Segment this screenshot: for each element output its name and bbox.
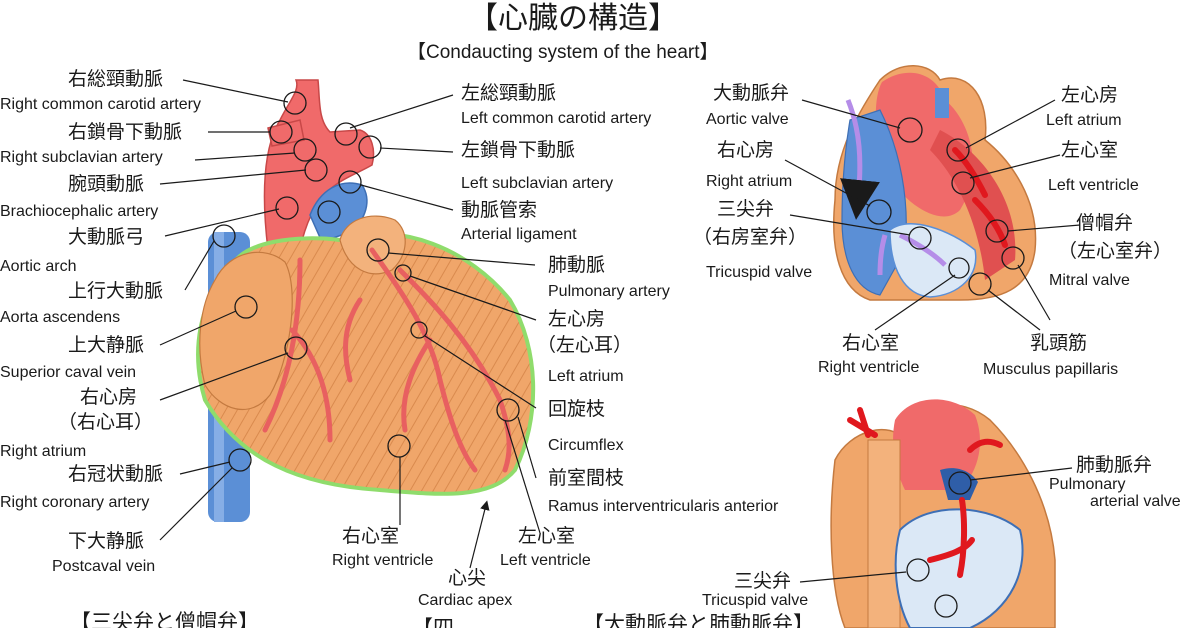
label-r-atrium2-jp: 右心房: [717, 139, 775, 161]
label-l-common-carotid-en: Left common carotid artery: [461, 110, 652, 127]
label-tricuspid3-jp: 三尖弁: [734, 570, 792, 592]
label-l-ventricle-en: Left ventricle: [500, 552, 591, 569]
label-l-ventricle2-en: Left ventricle: [1048, 177, 1139, 194]
label-l-subclavian-en: Left subclavian artery: [461, 175, 614, 192]
label-apex-en: Cardiac apex: [418, 592, 513, 609]
valve-cross-section-illustration: [833, 65, 1037, 301]
label-aortic-valve-jp: 大動脈弁: [713, 82, 790, 104]
label-lad-jp: 前室間枝: [548, 467, 625, 489]
label-ascending-aorta-jp: 上行大動脈: [68, 280, 164, 302]
label-aortic-arch-jp: 大動脈弓: [68, 226, 145, 248]
label-l-ventricle2-jp: 左心室: [1061, 139, 1119, 161]
label-svc-en: Superior caval vein: [0, 364, 137, 381]
label-ascending-aorta-en: Aorta ascendens: [0, 309, 121, 326]
label-l-atrium-jp: 左心房: [548, 308, 606, 330]
heading-tricuspid-mitral: 【三尖弁と僧帽弁】: [70, 610, 259, 628]
leader-lines-pulmonary: [799, 467, 1073, 583]
label-pulmonary-art-en: Pulmonary artery: [548, 283, 670, 300]
label-papillary-jp: 乳頭筋: [1030, 332, 1088, 354]
label-circumflex-jp: 回旋枝: [548, 398, 606, 420]
label-l-atrium2-en: Left atrium: [1046, 112, 1122, 129]
label-lad-en: Ramus interventricularis anterior: [548, 498, 779, 515]
label-r-ventricle2-en: Right ventricle: [818, 359, 920, 376]
page-title: 【心臓の構造】: [468, 1, 678, 36]
label-tricuspid-en: Tricuspid valve: [706, 264, 813, 281]
label-mitral-en: Mitral valve: [1049, 272, 1130, 289]
label-pulm-valve-en1: Pulmonary: [1049, 476, 1126, 493]
label-ivc-en: Postcaval vein: [52, 558, 156, 575]
label-arterial-lig-jp: 動脈管索: [461, 199, 538, 221]
label-r-auricle-jp: （右心耳）: [58, 411, 154, 433]
label-r-ventricle-en: Right ventricle: [332, 552, 434, 569]
label-arterial-lig-en: Arterial ligament: [461, 226, 577, 243]
label-apex-jp: 心尖: [448, 567, 487, 589]
label-r-ventricle2-jp: 右心室: [842, 332, 900, 354]
label-tricuspid3-en: Tricuspid valve: [702, 592, 809, 609]
label-brachiocephalic-en: Brachiocephalic artery: [0, 203, 159, 220]
label-ivc-jp: 下大静脈: [68, 530, 145, 552]
label-pulmonary-art-jp: 肺動脈: [548, 254, 606, 276]
label-r-atrium-en: Right atrium: [0, 443, 87, 460]
label-mitral-jp: 僧帽弁: [1076, 212, 1134, 234]
callout-circles-main: [212, 91, 520, 472]
callout-circles-pulmonary: [906, 471, 972, 618]
label-tricuspid-jp: 三尖弁: [717, 198, 775, 220]
leader-lines-main: [159, 79, 541, 569]
label-r-ventricle-jp: 右心室: [342, 525, 400, 547]
label-r-coronary-en: Right coronary artery: [0, 494, 150, 511]
label-papillary-en: Musculus papillaris: [983, 361, 1119, 378]
label-r-atrium2-en: Right atrium: [706, 173, 793, 190]
label-mitral-paren-jp: （左心室弁）: [1058, 240, 1173, 262]
main-heart-illustration: [196, 79, 536, 522]
label-r-common-carotid-jp: 右総頸動脈: [68, 68, 164, 90]
label-r-subclavian-en: Right subclavian artery: [0, 149, 163, 166]
label-tricuspid-paren-jp: （右房室弁）: [693, 226, 808, 248]
label-circumflex-en: Circumflex: [548, 437, 624, 454]
heading-four: 【四: [412, 616, 454, 628]
leader-lines-section: [784, 99, 1081, 331]
label-l-ventricle-jp: 左心室: [518, 525, 576, 547]
label-pulm-valve-jp: 肺動脈弁: [1076, 454, 1153, 476]
label-r-atrium-jp: 右心房: [80, 386, 138, 408]
label-r-common-carotid-en: Right common carotid artery: [0, 96, 201, 113]
label-aortic-arch-en: Aortic arch: [0, 258, 77, 275]
label-r-coronary-jp: 右冠状動脈: [68, 463, 164, 485]
label-l-auricle-jp: （左心耳）: [537, 334, 633, 356]
label-aortic-valve-en: Aortic valve: [706, 111, 789, 128]
pulmonary-valve-illustration: [830, 399, 1056, 628]
label-l-atrium-en: Left atrium: [548, 368, 624, 385]
label-l-atrium2-jp: 左心房: [1061, 84, 1119, 106]
label-r-subclavian-jp: 右鎖骨下動脈: [68, 121, 183, 143]
heading-aortic-pulmonary: 【大動脈弁と肺動脈弁】: [583, 612, 814, 628]
label-l-common-carotid-jp: 左総頸動脈: [461, 82, 557, 104]
label-pulm-valve-en2: arterial valve: [1090, 493, 1181, 510]
label-svc-jp: 上大静脈: [68, 334, 145, 356]
page-subtitle: 【Condaucting system of the heart】: [407, 42, 719, 63]
label-brachiocephalic-jp: 腕頭動脈: [68, 173, 145, 195]
label-l-subclavian-jp: 左鎖骨下動脈: [461, 139, 576, 161]
